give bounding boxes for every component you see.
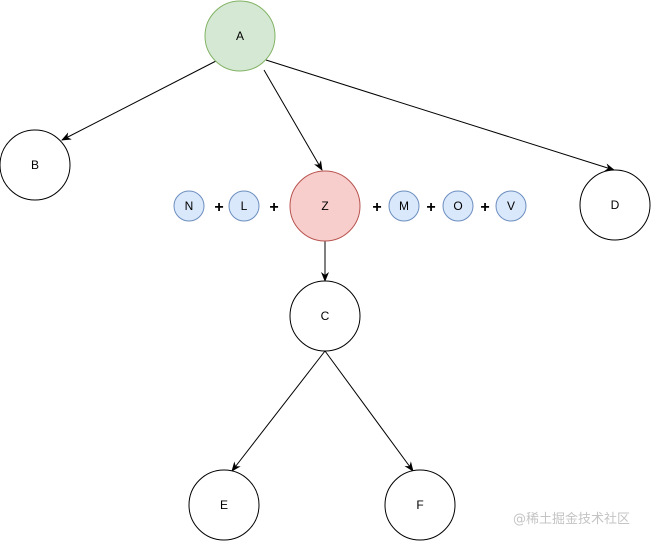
node-f-circle bbox=[384, 469, 456, 541]
node-f[interactable]: F bbox=[384, 469, 456, 541]
node-c[interactable]: C bbox=[289, 280, 361, 352]
small-node-m-circle bbox=[388, 190, 420, 222]
small-node-l[interactable]: L bbox=[228, 190, 260, 222]
node-z-label: Z bbox=[321, 199, 328, 213]
small-node-n-label: N bbox=[185, 199, 194, 213]
node-f-label: F bbox=[416, 498, 423, 512]
small-node-m-label: M bbox=[399, 199, 409, 213]
node-a-label: A bbox=[236, 29, 244, 43]
small-node-n-circle bbox=[173, 190, 205, 222]
plus-sign-3: + bbox=[372, 199, 381, 216]
node-c-label: C bbox=[321, 309, 330, 323]
small-node-o[interactable]: O bbox=[442, 190, 474, 222]
node-d-circle bbox=[579, 169, 651, 241]
watermark-text: @稀土掘金技术社区 bbox=[513, 512, 631, 527]
node-b-circle bbox=[0, 129, 71, 201]
plus-sign-5: + bbox=[480, 199, 489, 216]
plus-sign-4: + bbox=[426, 199, 435, 216]
small-node-v-circle bbox=[495, 190, 527, 222]
edge-c-f bbox=[324, 350, 414, 472]
node-b[interactable]: B bbox=[0, 129, 71, 201]
node-e-label: E bbox=[220, 498, 228, 512]
small-node-l-circle bbox=[228, 190, 260, 222]
plus-sign-1: + bbox=[214, 199, 223, 216]
plus-sign-2: + bbox=[269, 199, 278, 216]
edges bbox=[61, 59, 615, 472]
node-e-circle bbox=[188, 469, 260, 541]
edge-a-d bbox=[265, 59, 615, 172]
edge-a-z bbox=[263, 69, 323, 171]
small-node-o-label: O bbox=[453, 199, 462, 213]
small-node-l-label: L bbox=[241, 199, 248, 213]
small-node-v-label: V bbox=[507, 199, 515, 213]
edge-c-e bbox=[231, 350, 326, 472]
node-a-circle bbox=[204, 0, 276, 72]
node-c-circle bbox=[289, 280, 361, 352]
node-d[interactable]: D bbox=[579, 169, 651, 241]
node-a[interactable]: A bbox=[204, 0, 276, 72]
node-e[interactable]: E bbox=[188, 469, 260, 541]
edge-a-b bbox=[61, 60, 217, 141]
small-node-n[interactable]: N bbox=[173, 190, 205, 222]
small-node-o-circle bbox=[442, 190, 474, 222]
small-node-v[interactable]: V bbox=[495, 190, 527, 222]
node-z-circle bbox=[289, 170, 361, 242]
node-b-label: B bbox=[31, 158, 39, 172]
small-node-m[interactable]: M bbox=[388, 190, 420, 222]
node-d-label: D bbox=[611, 198, 620, 212]
node-z[interactable]: Z bbox=[289, 170, 361, 242]
